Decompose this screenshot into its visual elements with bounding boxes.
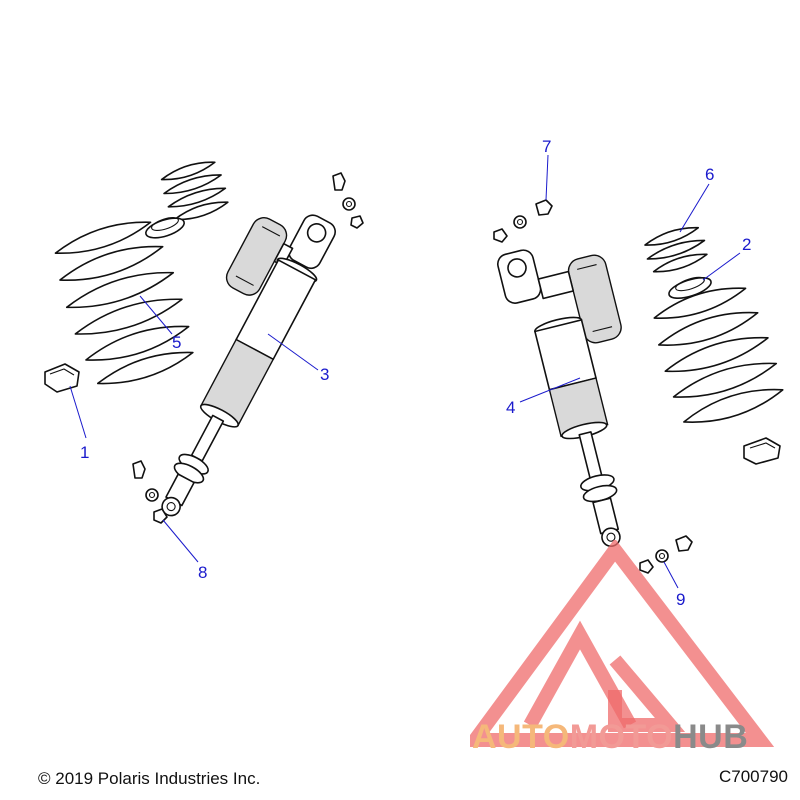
watermark-auto: AUTO	[472, 718, 570, 756]
shock-absorber-right	[496, 249, 622, 547]
callout-5: 5	[172, 333, 181, 352]
bolt-left-bottom	[132, 460, 168, 524]
watermark-moto: MOTO	[569, 718, 674, 756]
coil-spring-right	[653, 287, 784, 423]
bolt-right-bottom	[639, 535, 693, 574]
tender-spring-right	[644, 226, 708, 273]
leader-lines	[69, 154, 741, 589]
callout-7: 7	[542, 137, 551, 156]
automotohub-logo-icon	[470, 540, 775, 747]
spring-retainer-right	[743, 437, 781, 465]
callout-9: 9	[676, 590, 685, 609]
callout-1: 1	[80, 443, 89, 462]
tender-spring-left	[160, 161, 229, 221]
copyright-text: © 2019 Polaris Industries Inc.	[38, 769, 261, 788]
callout-8: 8	[198, 563, 207, 582]
spring-seat-left-upper	[145, 217, 185, 239]
callout-4: 4	[506, 398, 515, 417]
watermark-hub: HUB	[673, 718, 749, 756]
bolt-left-top	[332, 172, 364, 229]
callout-2: 2	[742, 235, 751, 254]
callout-6: 6	[705, 165, 714, 184]
coil-spring-left	[54, 221, 194, 385]
spring-retainer-left	[44, 363, 80, 393]
diagram-code: C700790	[718, 767, 788, 786]
bolt-right-top	[493, 199, 553, 243]
shock-absorber-left	[161, 214, 336, 517]
watermark-text: AUTOMOTOHUB	[472, 718, 748, 757]
callout-3: 3	[320, 365, 329, 384]
